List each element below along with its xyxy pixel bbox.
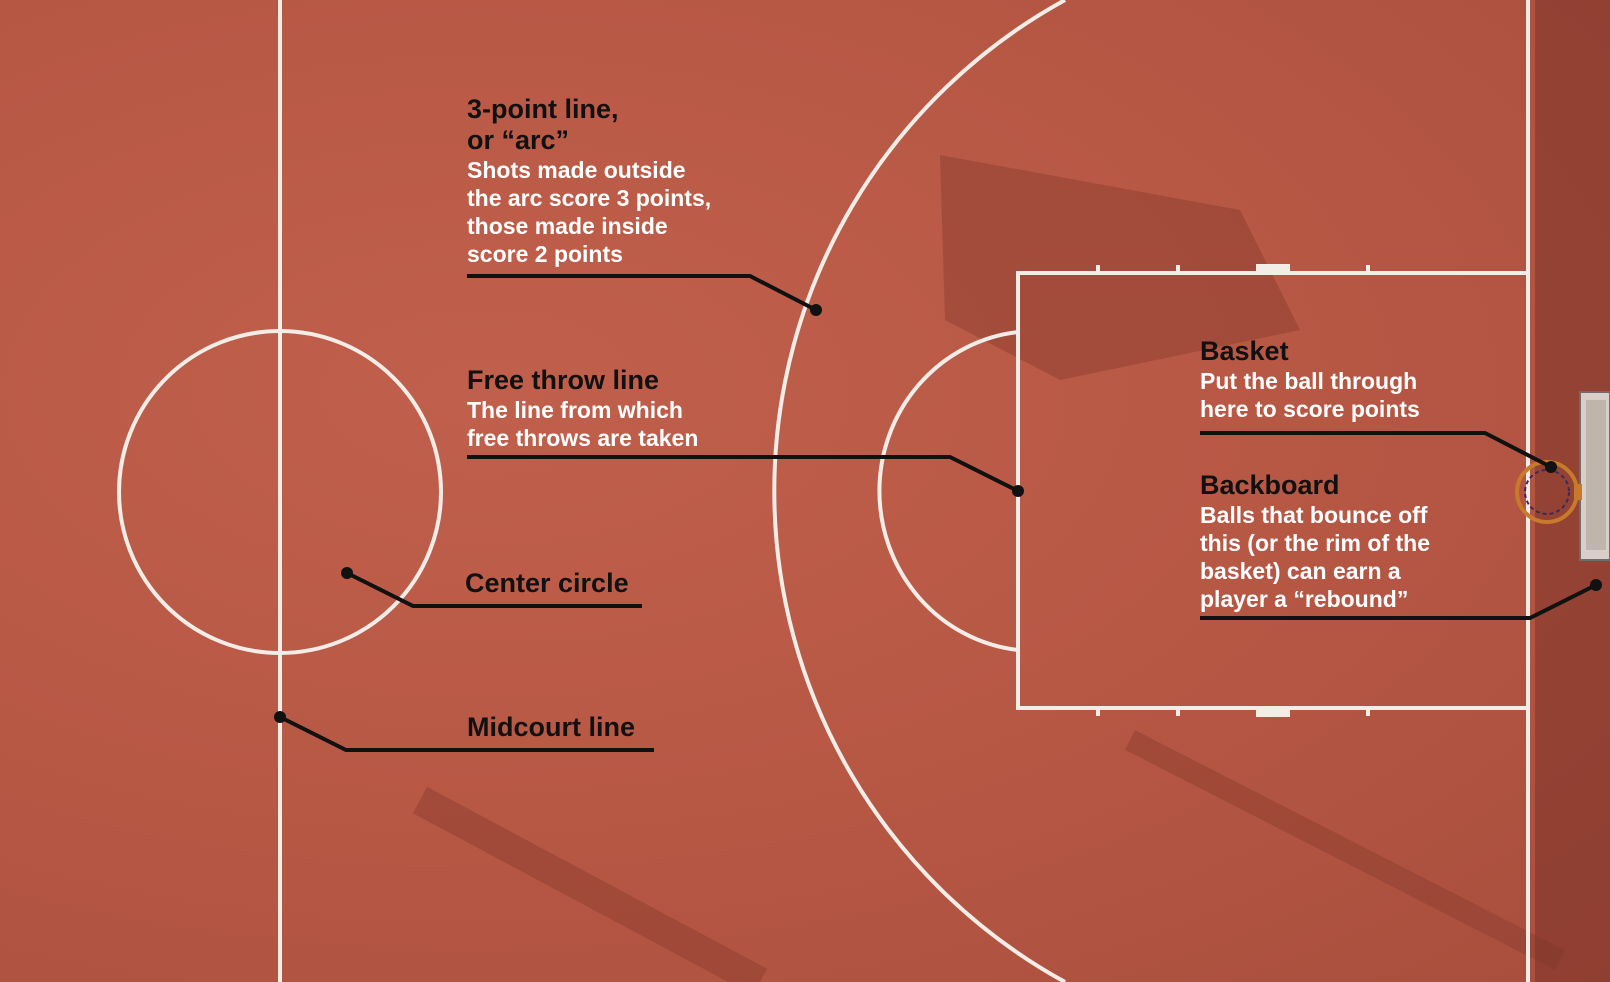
three-point-description-line-1: Shots made outside <box>467 157 686 183</box>
free-throw-callout-dot <box>1012 485 1024 497</box>
backboard-description-line-1: Balls that bounce off <box>1200 502 1428 528</box>
backboard-description-line-2: this (or the rim of the <box>1200 530 1430 556</box>
lane-block-top <box>1256 264 1290 274</box>
basket-description-line-2: here to score points <box>1200 396 1420 422</box>
basket-callout-dot <box>1545 461 1557 473</box>
free-throw-description-line-1: The line from which <box>467 397 683 423</box>
backboard-description-line-4: player a “rebound” <box>1200 586 1409 612</box>
lane-block-bottom <box>1256 707 1290 717</box>
three-point-description-line-3: those made inside <box>467 213 668 239</box>
backboard-title: Backboard <box>1200 470 1340 500</box>
three-point-title-line-1: 3-point line, <box>467 94 619 124</box>
midcourt-callout-line <box>279 715 654 752</box>
basket-callout-line <box>1200 431 1552 469</box>
center-circle-callout-dot <box>341 567 353 579</box>
three-point-arc <box>772 0 1066 982</box>
three-point-callout-line <box>467 274 817 312</box>
free-throw-description-line-2: free throws are taken <box>467 425 699 451</box>
free-throw-title: Free throw line <box>467 365 660 395</box>
backboard-callout-line <box>1200 583 1597 620</box>
basket-rim <box>1515 460 1582 524</box>
three-point-title-line-2: or “arc” <box>467 125 570 155</box>
three-point-description-line-4: score 2 points <box>467 241 623 267</box>
three-point-callout-dot <box>810 304 822 316</box>
backboard-description-line-3: basket) can earn a <box>1200 558 1401 584</box>
center-circle <box>117 329 443 655</box>
three-point-callout: 3-point line, or “arc” Shots made outsid… <box>467 94 711 268</box>
backboard-callout: Backboard Balls that bounce off this (or… <box>1200 470 1430 613</box>
free-throw-callout-line <box>467 455 1019 493</box>
basket-description-line-1: Put the ball through <box>1200 368 1418 394</box>
midcourt-callout: Midcourt line <box>467 712 635 743</box>
free-throw-semicircle <box>877 330 1019 652</box>
backboard <box>1579 391 1610 561</box>
basket-title: Basket <box>1200 336 1289 366</box>
pole-shadow <box>412 730 1566 982</box>
center-circle-callout: Center circle <box>465 568 629 599</box>
center-circle-title: Center circle <box>465 568 629 598</box>
center-circle-callout-line <box>346 571 642 608</box>
backboard-shadow <box>940 155 1300 380</box>
midcourt-callout-dot <box>274 711 286 723</box>
basket-callout: Basket Put the ball through here to scor… <box>1200 336 1420 423</box>
midcourt-title: Midcourt line <box>467 712 635 742</box>
backboard-callout-dot <box>1590 579 1602 591</box>
three-point-description-line-2: the arc score 3 points, <box>467 185 712 211</box>
free-throw-callout: Free throw line The line from which free… <box>467 365 698 452</box>
